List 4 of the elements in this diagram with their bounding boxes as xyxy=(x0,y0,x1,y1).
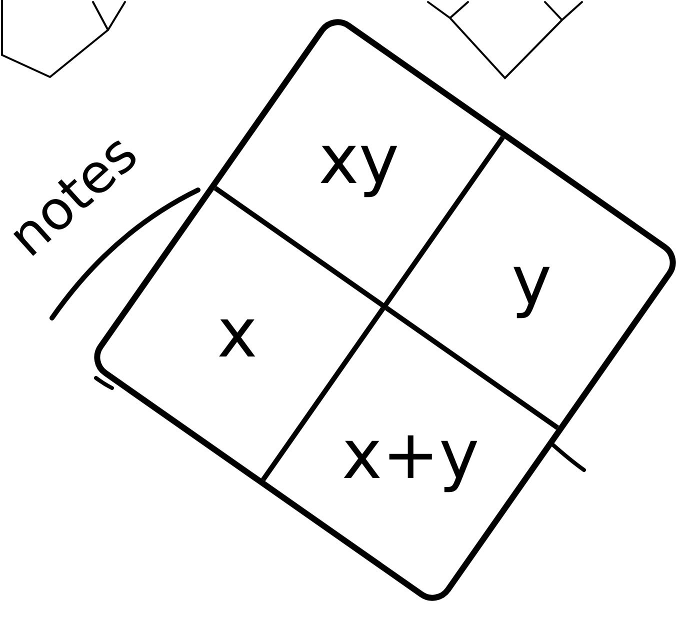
cell-text: xy xyxy=(318,126,399,195)
cell-text: x xyxy=(217,300,258,368)
cell-text: x+y xyxy=(342,422,480,490)
cell-text: y xyxy=(512,248,552,316)
